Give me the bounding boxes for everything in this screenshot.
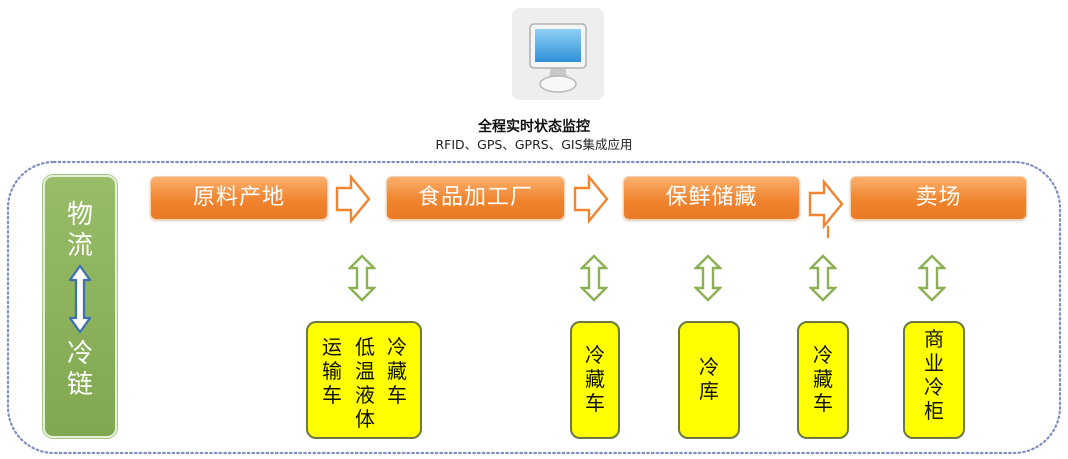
equipment-box-refrigerated-truck: 冷藏车 [797,321,849,439]
stage-marketplace: 卖场 [850,176,1027,220]
stage-raw-material-origin: 原料产地 [150,176,328,220]
sidebar-bottom-label: 冷链 [67,339,94,400]
equipment-label: 低温液体 [355,335,375,431]
hollow-up-down-arrow-icon [580,254,608,302]
equipment-label: 运输车 [322,335,342,407]
equipment-box-commercial-freezer: 商业冷柜 [903,321,965,439]
cold-chain-logistics-panel [43,175,117,438]
stage-fresh-storage: 保鲜储藏 [623,176,800,220]
hollow-up-down-arrow-icon [694,254,722,302]
equipment-box-transport: 运输车 低温液体 冷藏车 [306,321,422,439]
hollow-up-down-arrow-icon [348,254,376,302]
page-title: 全程实时状态监控 [478,119,590,135]
sidebar-top-label: 物流 [67,200,94,261]
equipment-label: 冷藏车 [585,343,605,415]
equipment-box-refrigerated-truck: 冷藏车 [570,321,620,439]
monitor-icon [512,8,604,100]
equipment-box-cold-storage: 冷库 [678,321,740,439]
sidebar-top-text: 物流 [43,200,117,262]
equipment-label: 冷藏车 [813,343,833,415]
equipment-label: 冷藏车 [387,335,407,407]
hollow-up-down-arrow-icon [918,254,946,302]
hollow-right-arrow-icon [335,174,371,224]
hollow-up-down-arrow-icon [809,254,837,302]
double-arrow-icon [68,264,92,334]
equipment-label: 商业冷柜 [924,327,944,423]
equipment-label: 冷库 [699,355,719,403]
hollow-right-arrow-icon [808,178,844,238]
sidebar-bottom-text: 冷链 [43,339,117,401]
stage-food-processing-plant: 食品加工厂 [386,176,565,220]
page-subtitle: RFID、GPS、GPRS、GIS集成应用 [435,137,633,152]
hollow-right-arrow-icon [573,174,609,224]
